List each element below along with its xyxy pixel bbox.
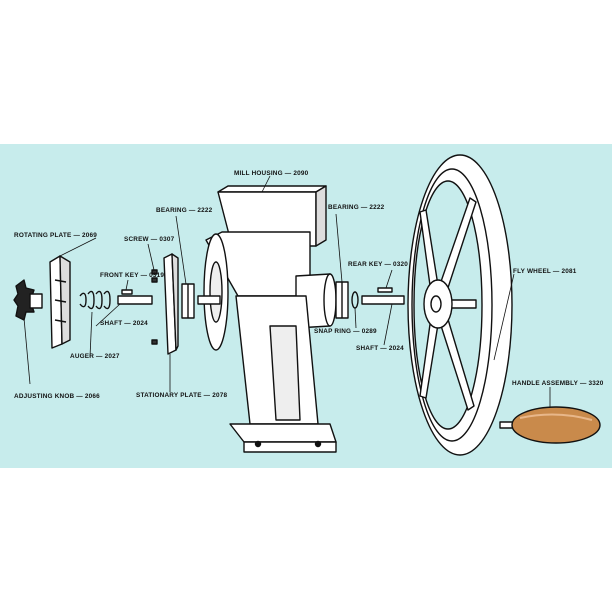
front-bearing bbox=[181, 283, 195, 319]
label-shaft-front: SHAFT — 2024 bbox=[100, 320, 148, 327]
label-fly-wheel: FLY WHEEL — 2081 bbox=[513, 268, 577, 275]
stationary-plate bbox=[163, 253, 179, 355]
label-shaft-rear: SHAFT — 2024 bbox=[356, 345, 404, 352]
label-mill-housing: MILL HOUSING — 2090 bbox=[234, 170, 309, 177]
mill-housing bbox=[197, 185, 337, 453]
screws bbox=[151, 269, 158, 345]
label-adjusting-knob: ADJUSTING KNOB — 2066 bbox=[14, 393, 100, 400]
auger bbox=[79, 290, 111, 310]
fly-wheel bbox=[407, 154, 513, 456]
label-auger: AUGER — 2027 bbox=[70, 353, 120, 360]
label-screw: SCREW — 0307 bbox=[124, 236, 175, 243]
front-shaft bbox=[117, 289, 153, 305]
rear-shaft bbox=[361, 287, 405, 305]
label-rotating-plate: ROTATING PLATE — 2069 bbox=[14, 232, 98, 239]
label-stationary-plate: STATIONARY PLATE — 2078 bbox=[136, 392, 228, 399]
label-rear-key: REAR KEY — 0320 bbox=[348, 261, 409, 268]
snap-ring bbox=[351, 291, 359, 309]
handle-assembly bbox=[499, 406, 601, 444]
label-handle-assembly: HANDLE ASSEMBLY — 3320 bbox=[512, 380, 604, 387]
label-bearing-rear: BEARING — 2222 bbox=[328, 204, 385, 211]
label-front-key: FRONT KEY — 0319 bbox=[100, 272, 165, 279]
adjusting-knob bbox=[13, 279, 43, 321]
leader-lines bbox=[23, 175, 551, 407]
rotating-plate bbox=[49, 255, 71, 349]
rear-bearing bbox=[335, 281, 349, 319]
label-bearing-front: BEARING — 2222 bbox=[156, 207, 213, 214]
label-snap-ring: SNAP RING — 0289 bbox=[314, 328, 377, 335]
